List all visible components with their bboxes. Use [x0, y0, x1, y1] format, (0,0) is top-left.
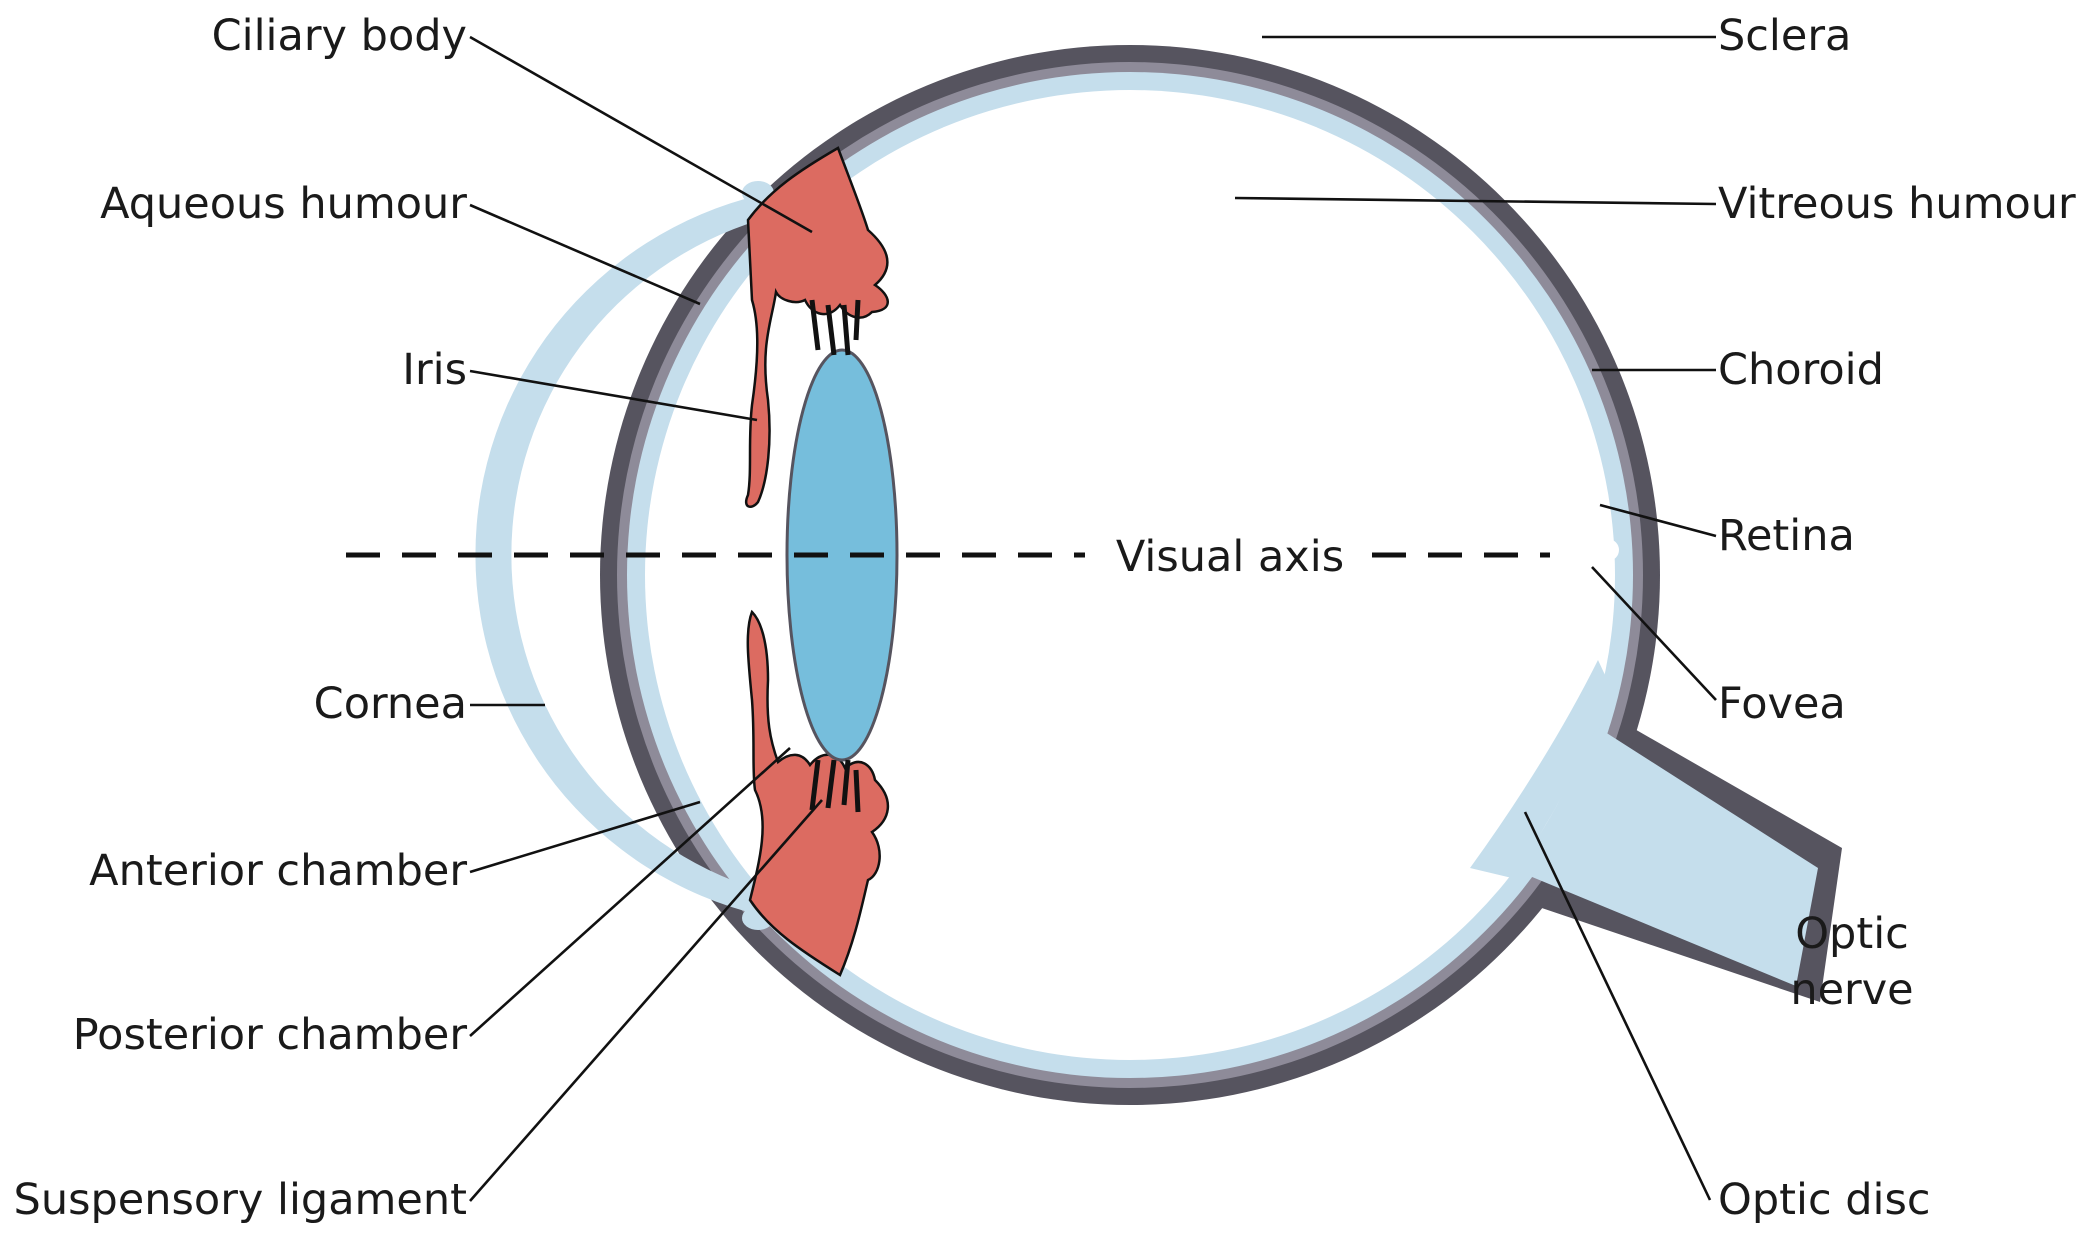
- label-sclera: Sclera: [1718, 11, 1851, 61]
- label-choroid: Choroid: [1718, 345, 1884, 395]
- label-fovea: Fovea: [1718, 679, 1846, 729]
- leader-ciliary-body: [469, 35, 813, 234]
- optic-nerve: [1505, 700, 1818, 986]
- label-optic-nerve-line1: Optic: [1795, 909, 1909, 959]
- cornea: [475, 195, 760, 915]
- suspensory-ligament-lower: [809, 759, 861, 813]
- leader-suspensory-ligament: [469, 799, 823, 1202]
- leader-fovea: [1591, 566, 1717, 701]
- label-aqueous-humour: Aqueous humour: [100, 179, 467, 229]
- leader-posterior-chamber: [469, 747, 791, 1037]
- label-cornea: Cornea: [314, 679, 467, 729]
- label-anterior-chamber: Anterior chamber: [89, 846, 467, 896]
- leader-vitreous-humour: [1234, 196, 1717, 206]
- label-posterior-chamber: Posterior chamber: [73, 1010, 468, 1060]
- leader-iris: [469, 369, 758, 422]
- label-optic-nerve-line2: nerve: [1790, 965, 1913, 1015]
- label-retina: Retina: [1718, 511, 1855, 561]
- visual-axis-label: Visual axis: [1116, 532, 1344, 582]
- ciliary-body-upper: [744, 146, 889, 508]
- label-suspensory-ligament: Suspensory ligament: [14, 1175, 467, 1225]
- fovea: [1597, 539, 1619, 561]
- ciliary-body-lower: [746, 609, 890, 977]
- leader-anterior-chamber: [469, 800, 701, 874]
- visual-axis-label-bg: [1095, 525, 1365, 585]
- lens: [785, 348, 899, 762]
- leader-optic-disc: [1523, 811, 1712, 1201]
- label-vitreous-humour: Vitreous humour: [1718, 179, 2076, 229]
- suspensory-ligament-upper: [809, 299, 861, 356]
- optic-disc: [1470, 660, 1612, 878]
- label-optic-disc: Optic disc: [1718, 1175, 1931, 1225]
- label-ciliary-body: Ciliary body: [212, 11, 467, 61]
- leader-retina: [1599, 503, 1717, 538]
- leader-aqueous-humour: [469, 203, 701, 306]
- label-iris: Iris: [402, 345, 467, 395]
